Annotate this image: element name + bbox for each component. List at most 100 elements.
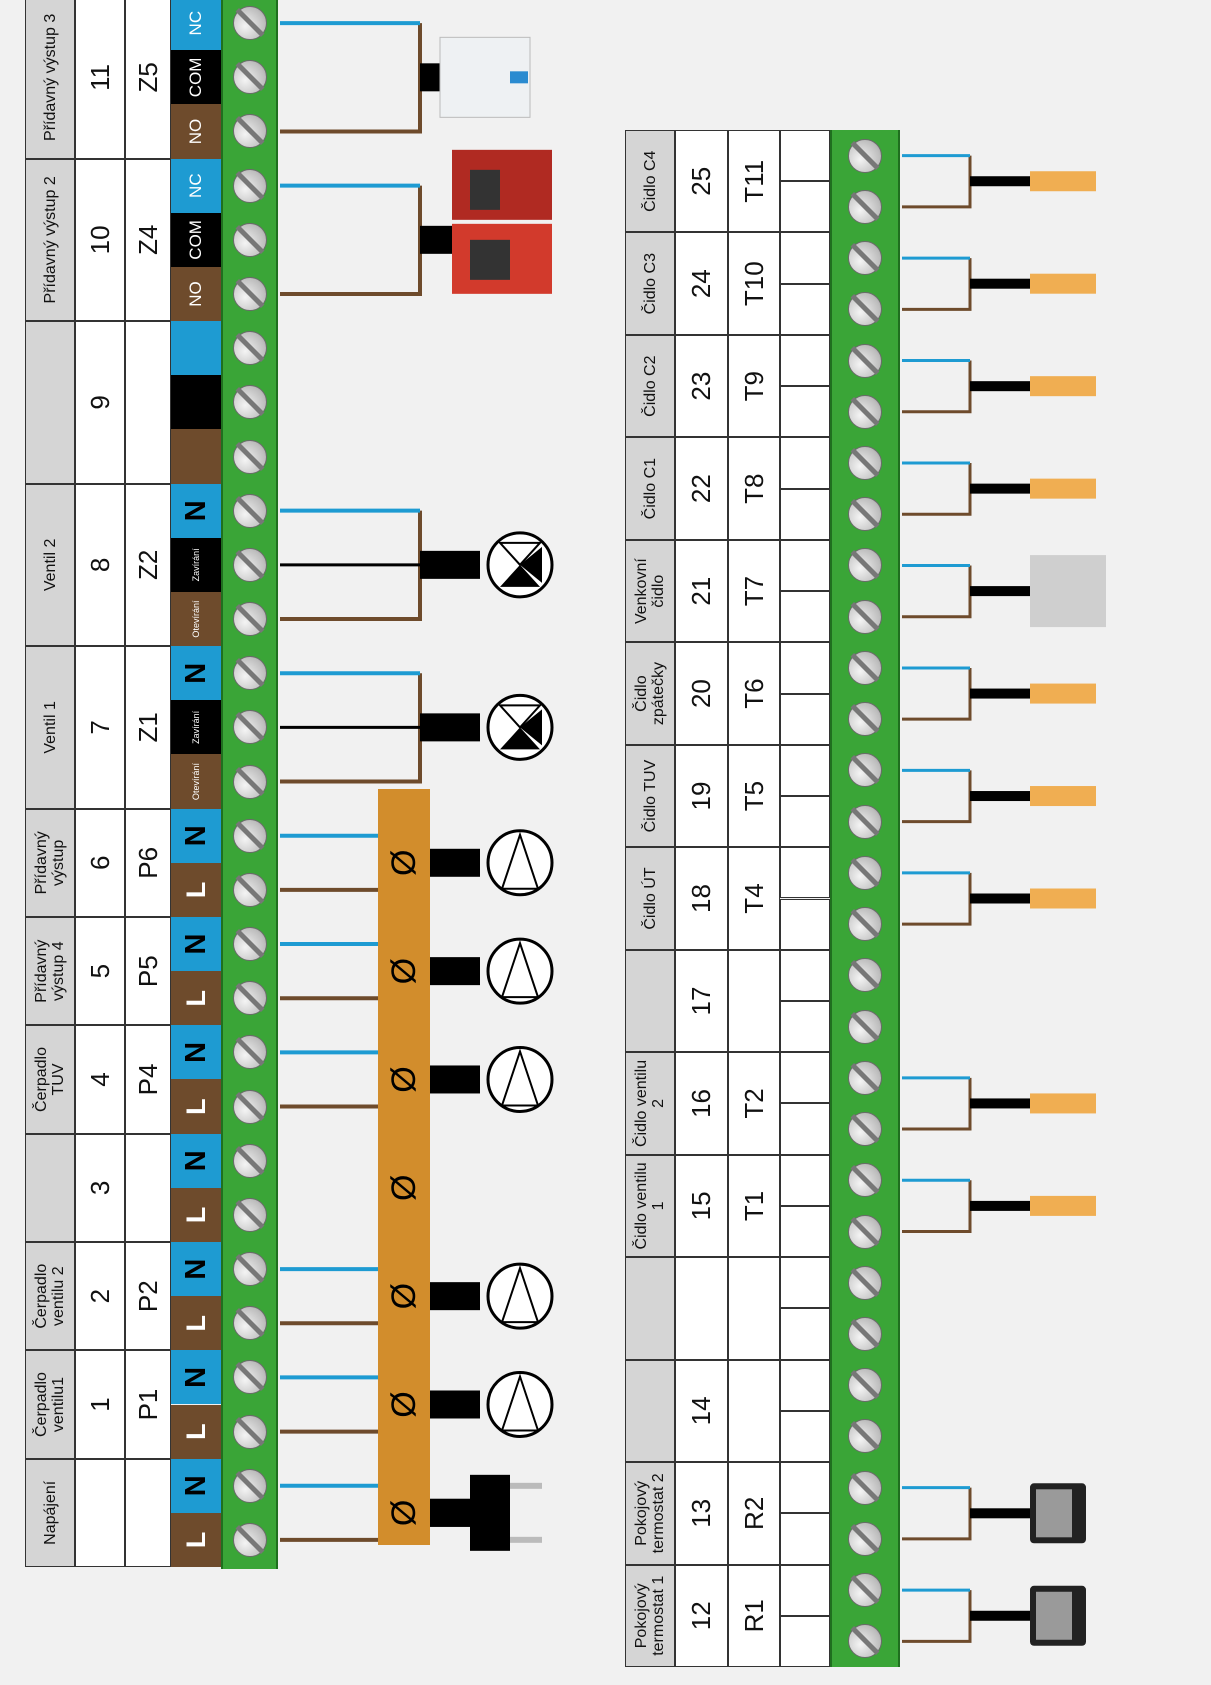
output-header-pridavny-vystup: Přídavný výstup xyxy=(25,808,75,917)
plug-pin xyxy=(510,1536,542,1543)
input-code: R1 xyxy=(728,1564,780,1667)
terminal-screw xyxy=(233,168,267,203)
terminal-screw xyxy=(848,1521,882,1556)
output-number: 5 xyxy=(75,916,125,1026)
terminal-label-zavirani: Zavírání xyxy=(171,700,221,755)
input-header-cidlo-ventilu-2: Čidlo ventilu 2 xyxy=(625,1052,675,1155)
temperature-sensor-icon xyxy=(1030,478,1096,499)
output-number: 6 xyxy=(75,808,125,917)
input-header-pokojovy-termostat-1: Pokojový termostat 1 xyxy=(625,1564,675,1667)
input-code: T7 xyxy=(728,539,780,643)
input-spare-cell xyxy=(780,847,830,899)
input-spare-cell xyxy=(780,1359,830,1411)
output-header-pridavny-vystup-4: Přídavný výstup 4 xyxy=(25,916,75,1026)
terminal-label-blank xyxy=(171,375,221,430)
terminal-label-n: N xyxy=(171,916,221,972)
input-code: T2 xyxy=(728,1052,780,1155)
output-header-cerpadlo-ventilu-2: Čerpadlo ventilu 2 xyxy=(25,1242,75,1351)
terminal-label-l: L xyxy=(171,1296,221,1351)
terminal-screw xyxy=(848,804,882,839)
wire-brown xyxy=(902,1180,972,1234)
wire-brown xyxy=(902,258,972,311)
wall-boiler-display xyxy=(510,71,528,84)
cable xyxy=(420,848,480,877)
earth-symbol: Ø xyxy=(384,1282,423,1310)
terminal-screw xyxy=(848,394,882,429)
earth-symbol: Ø xyxy=(384,1066,423,1093)
terminal-screw xyxy=(848,292,882,327)
terminal-screw xyxy=(233,1468,267,1503)
terminal-label-zavirani: Zavírání xyxy=(171,537,221,592)
earth-symbol: Ø xyxy=(384,849,423,877)
input-header-cidlo-zpatecky: Čidlo zpátečky xyxy=(625,642,675,745)
terminal-screw xyxy=(848,1573,882,1608)
terminal-screw xyxy=(233,1089,267,1124)
wire-brown xyxy=(280,185,422,297)
input-number: 13 xyxy=(675,1462,728,1565)
output-code: Z1 xyxy=(125,646,171,809)
input-number: 19 xyxy=(675,744,728,848)
output-header-cerpadlo-ventilu1: Čerpadlo ventilu1 xyxy=(25,1350,75,1459)
terminal-screw xyxy=(233,60,267,95)
terminal-screw xyxy=(848,138,882,173)
terminal-screw xyxy=(233,1252,267,1287)
cable xyxy=(420,1065,480,1094)
valve-wedge xyxy=(500,564,540,587)
terminal-screw xyxy=(233,439,267,474)
terminal-label-n: N xyxy=(171,808,221,863)
terminal-screw xyxy=(233,1035,267,1070)
terminal-screw xyxy=(233,872,267,907)
terminal-screw xyxy=(848,650,882,685)
terminal-screw xyxy=(848,189,882,224)
input-number: 22 xyxy=(675,437,728,540)
terminal-label-n: N xyxy=(171,1350,221,1405)
input-spare-cell xyxy=(780,1205,830,1258)
output-code: Z5 xyxy=(125,0,171,159)
wire-brown xyxy=(902,463,972,516)
terminal-label-n: N xyxy=(171,646,221,701)
input-code: T10 xyxy=(728,232,780,335)
pump-triangle xyxy=(500,1048,540,1107)
earth-symbol: Ø xyxy=(384,1174,423,1202)
temperature-sensor-icon xyxy=(1030,1093,1096,1114)
wire-brown xyxy=(280,673,422,784)
input-spare-cell xyxy=(780,1154,830,1206)
output-number xyxy=(75,1458,125,1567)
cable xyxy=(970,791,1030,802)
terminal-screw xyxy=(848,497,882,532)
output-header-pridavny-vystup-3: Přídavný výstup 3 xyxy=(25,0,75,159)
input-spare-cell xyxy=(780,437,830,489)
input-number: 16 xyxy=(675,1052,728,1155)
cable xyxy=(970,688,1030,699)
input-spare-cell xyxy=(780,1103,830,1155)
input-spare-cell xyxy=(780,130,830,182)
input-number xyxy=(675,1257,728,1360)
input-number: 15 xyxy=(675,1154,728,1258)
terminal-screw xyxy=(233,331,267,366)
input-spare-cell xyxy=(780,1462,830,1514)
input-header-cidlo-c3: Čidlo C3 xyxy=(625,232,675,335)
terminal-screw xyxy=(233,927,267,962)
terminal-screw xyxy=(848,1060,882,1095)
input-spare-cell xyxy=(780,898,830,950)
cable xyxy=(970,483,1030,494)
output-header-pridavny-vystup-2: Přídavný výstup 2 xyxy=(25,158,75,322)
terminal-label-otevirani: Otevírání xyxy=(171,754,221,809)
terminal-screw xyxy=(848,1368,882,1403)
terminal-screw xyxy=(848,753,882,788)
output-header-napajeni: Napájení xyxy=(25,1458,75,1567)
input-spare-cell xyxy=(780,1052,830,1104)
output-code: Z4 xyxy=(125,158,171,322)
wire-brown xyxy=(902,360,972,414)
input-header-blank xyxy=(625,1257,675,1360)
cable xyxy=(970,893,1030,904)
terminal-screw xyxy=(233,818,267,853)
terminal-label-l: L xyxy=(171,1187,221,1242)
terminal-screw xyxy=(233,1522,267,1557)
earth-symbol: Ø xyxy=(384,1391,423,1418)
cable xyxy=(420,713,480,742)
terminal-screw xyxy=(233,656,267,691)
terminal-screw xyxy=(848,907,882,942)
wire-brown xyxy=(902,155,972,209)
output-code: Z2 xyxy=(125,483,171,647)
